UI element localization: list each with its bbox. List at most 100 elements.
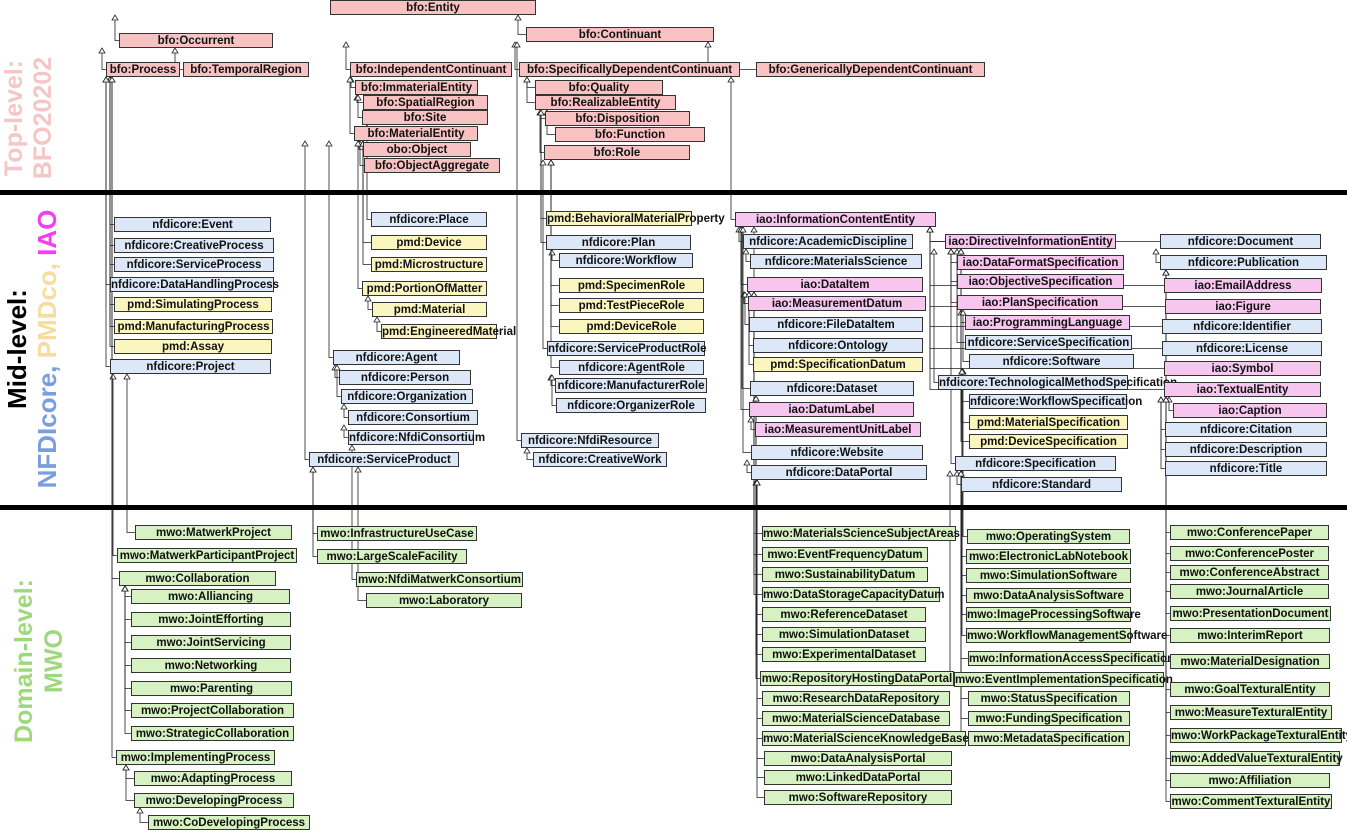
edge-adapting-to-implementing	[125, 770, 134, 779]
edge-softwarerepo-to-dataportal	[756, 485, 764, 798]
edge-nfdimatwerk-to-nfdiconsortium	[351, 450, 356, 580]
class-node-infrausecase: mwo:InfrastructureUseCase	[317, 526, 477, 541]
arrowhead-matsci-to-academic	[742, 248, 750, 255]
edge-indcont-to-continuant	[345, 47, 350, 70]
class-node-indcont: bfo:IndependentContinuant	[350, 62, 512, 77]
arrowhead-nfdiresource-to-continuant	[513, 41, 521, 48]
class-node-serviceproductrole: nfdicore:ServiceProductRole	[547, 341, 707, 356]
mid-level-label-prefix: Mid-level:	[2, 289, 32, 409]
edge-title-to-textual	[1160, 402, 1165, 469]
class-node-realizable: bfo:RealizableEntity	[535, 95, 676, 110]
class-node-sustain: mwo:SustainabilityDatum	[762, 567, 928, 582]
arrowhead-material-to-portionofmatter	[364, 295, 372, 302]
arrowhead-consortium-to-organization	[340, 403, 348, 410]
edge-matwerkproject-to-project	[126, 379, 135, 533]
class-node-matscikb: mwo:MaterialScienceKnowledgeBase	[762, 731, 969, 746]
class-node-workflowmgmtsw: mwo:WorkflowManagementSoftware	[966, 628, 1168, 643]
arrowhead-softwarerepo-to-dataportal	[753, 479, 761, 486]
class-node-event: nfdicore:Event	[114, 217, 271, 232]
arrowhead-developing-to-implementing	[122, 764, 130, 771]
edge-datastorage-to-dataitem	[753, 297, 762, 595]
class-node-academic: nfdicore:AcademicDiscipline	[743, 234, 913, 249]
class-node-journalarticle: mwo:JournalArticle	[1170, 584, 1329, 599]
class-node-consortium: nfdicore:Consortium	[348, 410, 478, 425]
class-node-simsoftware: mwo:SimulationSoftware	[966, 568, 1131, 583]
class-node-creativeprocess: nfdicore:CreativeProcess	[114, 238, 274, 253]
arrowhead-matwerkproject-to-project	[123, 373, 131, 380]
edge-object-to-materialentity	[358, 146, 363, 150]
class-node-statusspec: mwo:StatusSpecification	[968, 691, 1130, 706]
edge-implementing-to-process	[111, 82, 116, 758]
arrowhead-software-to-planspec	[959, 309, 967, 316]
edge-project-to-process	[105, 82, 110, 367]
class-node-identifier: nfdicore:Identifier	[1162, 319, 1322, 334]
edge-matsci-to-academic	[745, 254, 750, 262]
edge-materialentity-to-indcont	[349, 82, 354, 134]
class-node-metadataspec: mwo:MetadataSpecification	[968, 731, 1130, 746]
arrowhead-process-to-occurrent	[98, 47, 106, 54]
class-node-devicespec: pmd:DeviceSpecification	[969, 434, 1128, 449]
arrowhead-matscisubject-to-ice	[750, 226, 758, 233]
class-node-testpiecerole: pmd:TestPieceRole	[559, 298, 704, 313]
class-node-license: nfdicore:License	[1162, 341, 1322, 356]
class-node-workpackage: mwo:WorkPackageTexturalEntity	[1170, 728, 1347, 743]
domain-level-label-line1: Domain-level:	[10, 579, 38, 743]
class-node-manufacturerrole: nfdicore:ManufacturerRole	[555, 378, 707, 393]
mid-domain-separator	[0, 505, 1347, 510]
edge-microstructure-to-materialentity	[362, 146, 371, 265]
class-node-matdesignation: mwo:MaterialDesignation	[1170, 654, 1330, 669]
class-node-object: obo:Object	[363, 142, 471, 157]
edge-datumlabel-to-ice	[740, 232, 749, 410]
edge-serviceproduct-to-materialentity	[304, 146, 309, 460]
arrowhead-temporalregion-to-occurrent	[171, 47, 179, 54]
class-node-devicerole: pmd:DeviceRole	[559, 319, 704, 334]
edge-specification-to-directive	[950, 254, 955, 464]
class-node-eventimplspec: mwo:EventImplementationSpecification	[954, 672, 1173, 687]
edge-spatialregion-to-immaterial	[356, 100, 363, 103]
class-node-figure: iao:Figure	[1165, 299, 1321, 314]
mid-level-label-pmdco: PMDco	[32, 270, 62, 359]
class-node-textual: iao:TextualEntity	[1164, 382, 1321, 397]
class-node-materialentity: bfo:MaterialEntity	[354, 126, 478, 141]
arrowhead-matwerkparticipant-to-project	[109, 373, 117, 380]
edge-portionofmatter-to-materialentity	[357, 146, 362, 289]
class-node-infoaccessspec: mwo:InformationAccessSpecification	[968, 651, 1175, 666]
class-node-nfdiresource: nfdicore:NfdiResource	[521, 433, 659, 448]
edge-website-to-ice	[742, 232, 751, 453]
class-node-developing: mwo:DevelopingProcess	[134, 793, 294, 808]
arrowhead-plan-to-realizable	[537, 109, 545, 116]
arrowhead-implementing-to-process	[108, 76, 116, 83]
class-node-refdataset: mwo:ReferenceDataset	[762, 607, 926, 622]
edge-filedataitem-to-dataitem	[744, 297, 749, 325]
class-node-datumlabel: iao:DatumLabel	[749, 402, 914, 417]
edge-continuant-to-entity	[517, 20, 526, 35]
arrowhead-continuant-to-entity	[514, 14, 522, 21]
class-node-alliancing: mwo:Alliancing	[131, 589, 290, 604]
class-node-nfdiconsortium: nfdicore:NfdiConsortium	[348, 430, 486, 445]
class-node-jointservicing: mwo:JointServicing	[131, 635, 291, 650]
class-node-networking: mwo:Networking	[131, 658, 291, 673]
class-node-researchrepo: mwo:ResearchDataRepository	[762, 691, 950, 706]
edge-plan-to-realizable	[540, 115, 546, 243]
class-node-site: bfo:Site	[362, 110, 488, 125]
edge-devicespec-to-directive	[960, 254, 969, 442]
arrowhead-metadataspec-to-specification	[957, 470, 965, 477]
class-node-matwerkproject: mwo:MatwerkProject	[135, 525, 292, 540]
arrowhead-codeveloping-to-developing	[136, 807, 144, 814]
class-node-description: nfdicore:Description	[1165, 442, 1327, 457]
arrowhead-techmethodspec-to-directive	[930, 248, 938, 255]
class-node-workflow: nfdicore:Workflow	[559, 253, 693, 268]
arrowhead-agent-to-materialentity	[325, 140, 333, 147]
class-node-commenttextual: mwo:CommentTexturalEntity	[1170, 794, 1332, 809]
class-node-quality: bfo:Quality	[535, 80, 663, 95]
domain-level-label: Domain-level: MWO	[9, 561, 71, 761]
class-node-ice: iao:InformationContentEntity	[735, 212, 936, 227]
edge-manufacturerrole-to-agentrole	[550, 380, 555, 386]
arrowhead-commenttextual-to-textual	[1162, 396, 1170, 403]
edge-measdatum-to-dataitem	[743, 297, 748, 304]
class-node-goaltextual: mwo:GoalTexturalEntity	[1170, 682, 1330, 697]
edge-matwerkparticipant-to-project	[112, 379, 117, 556]
class-node-parenting: mwo:Parenting	[131, 681, 292, 696]
